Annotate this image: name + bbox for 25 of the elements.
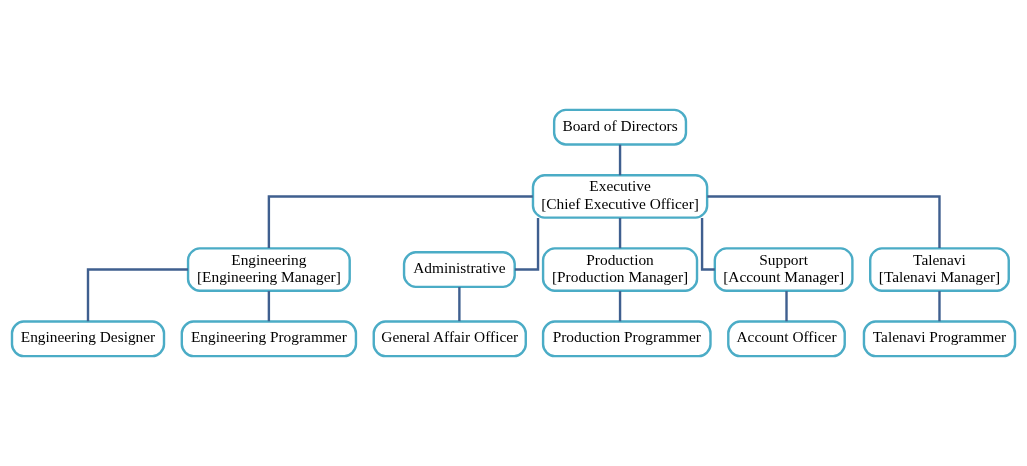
node-box: Executive [Chief Executive Officer] [531, 174, 709, 219]
node-box: General Affair Officer [372, 320, 527, 358]
connector [86, 268, 188, 322]
connector [618, 218, 622, 249]
node-box: Support [Account Manager] [713, 247, 854, 292]
connector [267, 291, 271, 322]
node-box: Production Programmer [541, 320, 712, 358]
node-box: Engineering [Engineering Manager] [186, 247, 351, 292]
node-box: Administrative [402, 251, 516, 289]
node-box: Account Officer [727, 320, 846, 358]
node-box: Engineering Designer [10, 320, 166, 358]
node-box: Board of Directors [552, 108, 688, 146]
connector [458, 287, 461, 322]
node-box: Engineering Programmer [180, 320, 358, 358]
connector [267, 195, 533, 248]
connector [618, 144, 622, 176]
node-box: Talenavi Programmer [862, 320, 1017, 358]
node-box: Talenavi [Talenavi Manager] [869, 247, 1010, 292]
connector [938, 291, 941, 322]
connector [514, 218, 540, 271]
connector [707, 195, 941, 248]
connector [785, 291, 788, 322]
connector [618, 291, 622, 322]
node-box: Production [Production Manager] [541, 247, 699, 292]
connector [700, 218, 715, 271]
